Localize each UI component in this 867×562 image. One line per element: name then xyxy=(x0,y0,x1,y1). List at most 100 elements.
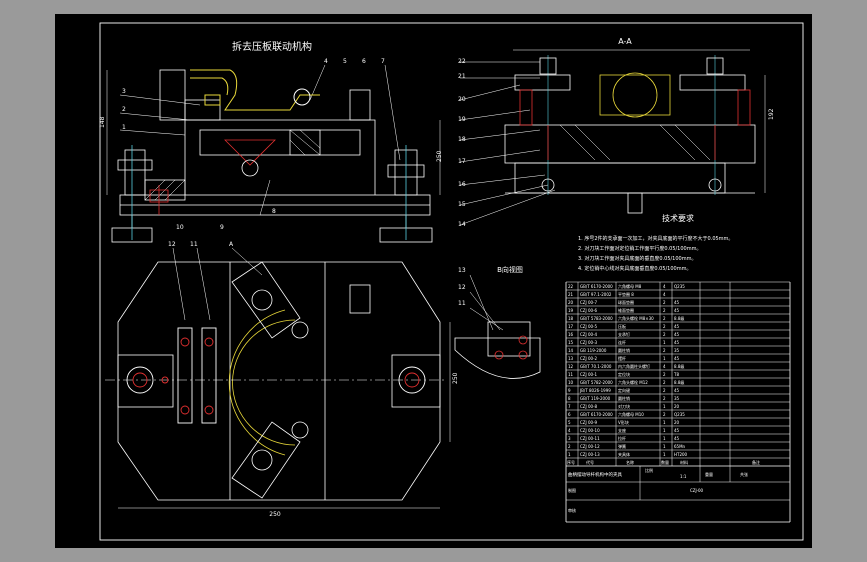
bom-row-no: 18 xyxy=(568,316,574,321)
title-block-weight-label: 重量 xyxy=(705,471,713,477)
bom-row-qty: 4 xyxy=(663,364,666,369)
bom-row-no: 1 xyxy=(568,452,571,457)
bom-row-name: 圆柱销 xyxy=(618,395,630,401)
bom-header-material: 材料 xyxy=(680,459,688,465)
bom-row-no: 19 xyxy=(568,308,574,313)
tech-note-4: 4. 定位销中心线对夹具底面垂直度0.05/100mm。 xyxy=(578,265,691,272)
bom-row-no: 11 xyxy=(568,372,574,377)
bom-row-no: 4 xyxy=(568,428,571,433)
callout-22: 22 xyxy=(458,58,466,65)
bom-row-code: CZJ 00-2 xyxy=(580,356,598,361)
bom-row-qty: 2 xyxy=(663,300,666,305)
front-lever xyxy=(190,69,320,111)
bom-row-no: 8 xyxy=(568,396,571,401)
title-block-scale-label: 比例 xyxy=(645,467,653,473)
bom-row-code: GB/T 6170-2000 xyxy=(580,284,613,289)
bom-row-no: 14 xyxy=(568,348,574,353)
bom-row-code: GB/T 70.1-2000 xyxy=(580,364,612,369)
bom-row-material: 45 xyxy=(674,428,680,433)
bom-header-remark: 备注 xyxy=(752,459,760,465)
callout-13s: 13 xyxy=(458,267,466,274)
bom-row-material: Q235 xyxy=(674,412,685,417)
bom-row-name: 六角螺母 M10 xyxy=(618,411,644,417)
bom-row-qty: 1 xyxy=(663,340,666,345)
bom-row-qty: 1 xyxy=(663,356,666,361)
callout-3: 3 xyxy=(122,88,126,95)
bom-row-no: 5 xyxy=(568,420,571,425)
bom-row-name: 支座 xyxy=(618,427,626,433)
bom-row-no: 17 xyxy=(568,324,574,329)
bom-row-name: 弹簧 xyxy=(618,443,626,449)
callout-19: 19 xyxy=(458,116,466,123)
title-block-code: CZJ-00 xyxy=(690,488,704,493)
callout-7: 7 xyxy=(381,58,385,65)
dimensions: 250 250 148 192 250 xyxy=(99,108,775,518)
plan-view xyxy=(105,247,451,509)
title-block-checked: 审核 xyxy=(568,507,576,513)
bom-row-code: CZJ 00-8 xyxy=(580,404,598,409)
bom-row-qty: 2 xyxy=(663,396,666,401)
dim-top-height: 192 xyxy=(768,108,775,120)
bom-row-no: 6 xyxy=(568,412,571,417)
bom-row-name: 定向键 xyxy=(618,387,630,393)
bom-row-name: 平垫圈 8 xyxy=(618,291,634,297)
bom-row-no: 20 xyxy=(568,300,574,305)
drawing-sheet xyxy=(55,14,812,548)
bom-row-name: 夹具体 xyxy=(618,451,630,457)
bom-row-material: 45 xyxy=(674,436,680,441)
tech-title: 技术要求 xyxy=(662,213,694,223)
detail-view xyxy=(454,274,541,379)
bom-row-no: 22 xyxy=(568,284,574,289)
tech-note-2: 2. 对刀块工作面对定位销工作面平行度0.05/100mm。 xyxy=(578,245,701,252)
tech-note-1: 1. 序号2件的支承面一次加工，对夹具底面的平行度不大于0.05mm。 xyxy=(578,235,733,242)
bom-row-material: T8 xyxy=(673,372,679,377)
bom-row-code: CZJ 00-6 xyxy=(580,308,598,313)
bom-row-no: 12 xyxy=(568,364,574,369)
tech-note-3: 3. 对刀块工作面对夹具底面的垂直度0.05/100mm。 xyxy=(578,255,696,262)
bom-row-name: 六角螺母 M8 xyxy=(618,283,642,289)
bom-row-name: 六角头螺栓 M8×30 xyxy=(618,315,654,321)
bom-row-qty: 2 xyxy=(663,308,666,313)
bom-row-material: 45 xyxy=(674,388,680,393)
callout-18: 18 xyxy=(458,136,466,143)
bom-row-material: Q235 xyxy=(674,284,685,289)
bom-row-code: GB/T 119-2000 xyxy=(580,396,611,401)
bom-row-code: CZJ 00-9 xyxy=(580,420,598,425)
bom-row-material: 35 xyxy=(674,396,680,401)
bom-row-no: 2 xyxy=(568,444,571,449)
main-title: 拆去压板联动机构 xyxy=(232,40,312,53)
callout-20: 20 xyxy=(458,96,466,103)
bom-row-qty: 1 xyxy=(663,436,666,441)
bom-header-name: 名称 xyxy=(626,459,634,465)
bom-header-qty: 数量 xyxy=(661,459,669,465)
bom-row-material: 45 xyxy=(674,340,680,345)
bom-row-name: 连杆 xyxy=(618,339,626,345)
section-red-parts xyxy=(519,89,751,160)
bom-row-qty: 4 xyxy=(663,284,666,289)
bom-row-code: CZJ 00-13 xyxy=(580,452,600,457)
bom-row-name: 内六角圆柱头螺钉 xyxy=(618,363,650,369)
bom-row-no: 3 xyxy=(568,436,571,441)
bom-row-name: 圆柱销 xyxy=(618,347,630,353)
bom-row-code: GB/T 5782-2000 xyxy=(580,380,613,385)
dim-height-right: 250 xyxy=(452,372,459,384)
bom-row-code: GB/T 6170-2000 xyxy=(580,412,613,417)
bom-row-name: 球面垫圈 xyxy=(618,299,634,305)
bom-row-material: 8.8级 xyxy=(674,363,684,369)
bom-row-material: 35 xyxy=(674,348,680,353)
bom-row-qty: 2 xyxy=(663,388,666,393)
bom-row-name: 支承钉 xyxy=(618,331,630,337)
front-view xyxy=(106,64,441,243)
bom-row-qty: 2 xyxy=(663,412,666,417)
bom-row-qty: 2 xyxy=(663,316,666,321)
bom-row-no: 9 xyxy=(568,388,571,393)
callout-10: 10 xyxy=(176,224,184,231)
bom-row-code: CZJ 00-12 xyxy=(580,444,600,449)
title-block-scale: 1:1 xyxy=(680,474,687,479)
bom-row-code: CZJ 00-4 xyxy=(580,332,598,337)
bom-row-no: 13 xyxy=(568,356,574,361)
callout-5: 5 xyxy=(343,58,347,65)
bom-row-no: 15 xyxy=(568,340,574,345)
